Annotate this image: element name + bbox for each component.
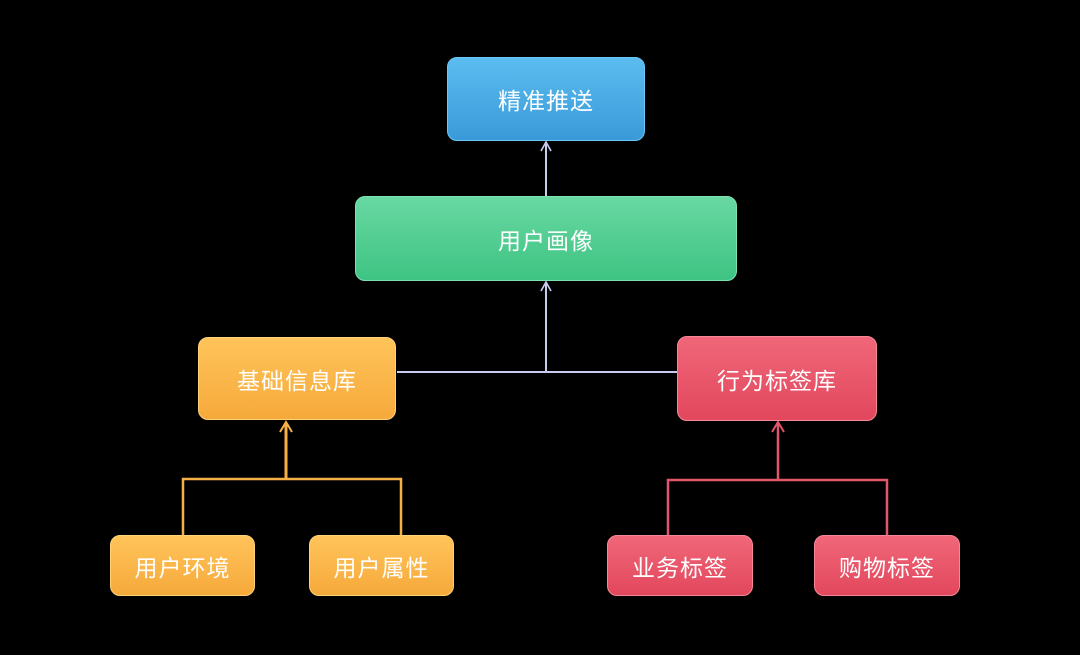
node-user-environment: 用户环境 <box>110 535 255 596</box>
arrow-libraries-to-portrait <box>397 280 677 373</box>
node-user-portrait: 用户画像 <box>355 196 737 281</box>
node-business-tags: 业务标签 <box>607 535 753 596</box>
arrow-tags-to-behavior-library <box>666 420 889 535</box>
node-user-attributes: 用户属性 <box>309 535 454 596</box>
arrow-portrait-to-push <box>540 140 552 196</box>
node-basic-info-library: 基础信息库 <box>198 337 396 420</box>
node-behavior-tag-library: 行为标签库 <box>677 336 877 421</box>
node-precise-push: 精准推送 <box>447 57 645 141</box>
arrow-user-env-attr-to-basic-info <box>181 420 403 535</box>
node-shopping-tags: 购物标签 <box>814 535 960 596</box>
